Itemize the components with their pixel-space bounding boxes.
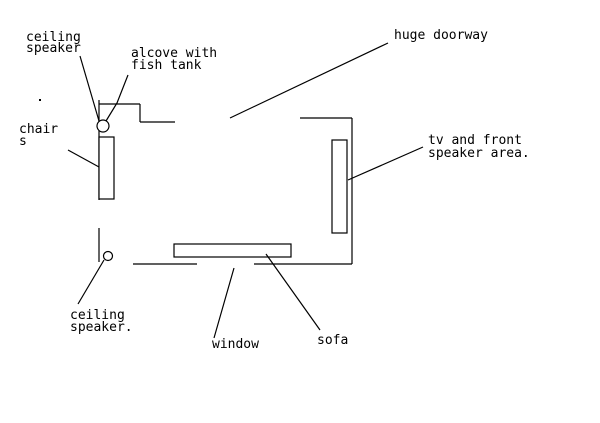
stray-dot bbox=[39, 99, 41, 101]
label-ceiling-speaker-top: ceiling speaker bbox=[26, 30, 89, 56]
label-window: window bbox=[212, 337, 259, 352]
leader-chairs bbox=[67, 149, 100, 168]
ceiling-speaker-top-circle bbox=[96, 119, 110, 133]
room-walls bbox=[98, 100, 353, 265]
leader-ceiling-speaker-bottom bbox=[77, 259, 105, 305]
label-alcove: alcove with fish tank bbox=[131, 46, 225, 73]
leader-huge-doorway bbox=[229, 42, 389, 119]
ceiling-speaker-bottom-circle bbox=[102, 250, 114, 262]
leader-alcove bbox=[105, 74, 129, 122]
sofa-block bbox=[173, 243, 292, 258]
label-huge-doorway: huge doorway bbox=[394, 28, 488, 43]
label-sofa: sofa bbox=[317, 333, 348, 348]
leader-ceiling-speaker-top bbox=[79, 55, 100, 122]
tv-speaker-block bbox=[331, 139, 348, 234]
label-ceiling-speaker-bottom: ceiling speaker. bbox=[70, 308, 133, 335]
label-chairs: chair s bbox=[19, 122, 66, 149]
leader-window bbox=[213, 267, 235, 339]
chairs-block bbox=[98, 136, 115, 200]
label-tv-area: tv and front speaker area. bbox=[428, 133, 530, 161]
leader-lines bbox=[67, 42, 424, 339]
leader-sofa bbox=[265, 253, 321, 331]
leader-tv-area bbox=[347, 146, 424, 181]
